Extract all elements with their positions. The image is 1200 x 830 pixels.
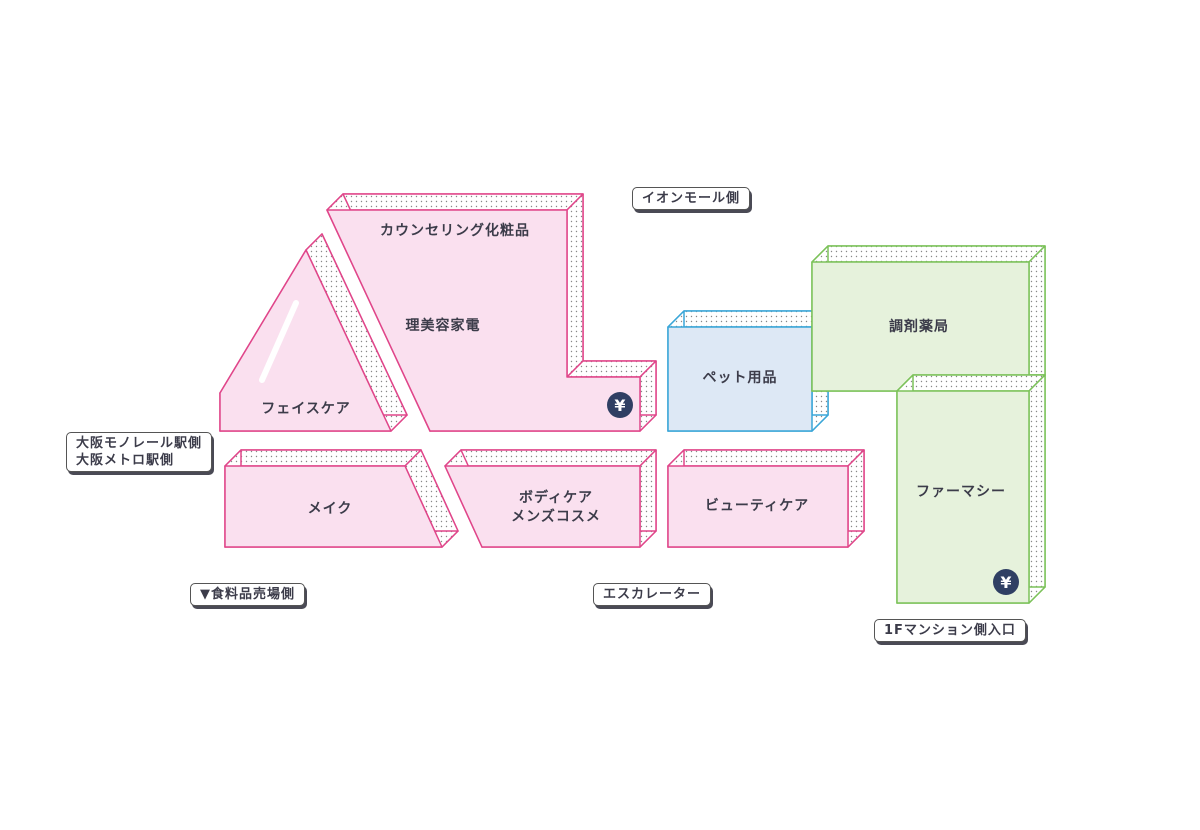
zone-floor (224, 465, 443, 548)
svg-text:¥: ¥ (1000, 573, 1011, 592)
zone-floor (667, 465, 849, 548)
svg-text:¥: ¥ (614, 396, 625, 415)
zone-label-beauty-care: ビューティケア (705, 498, 809, 514)
direction-metro: 大阪メトロ駅側 (76, 453, 175, 468)
direction-food: ▼食料品売場側 (190, 583, 305, 606)
zone-counseling[interactable] (326, 193, 657, 432)
zone-extrusion-side (224, 449, 422, 467)
zone-floor (896, 390, 1030, 604)
zone-label-counseling: カウンセリング化粧品 (380, 222, 530, 239)
zone-extrusion-side (811, 245, 1046, 263)
zone-face-care[interactable] (219, 233, 408, 432)
zone-extrusion-side (566, 193, 584, 378)
zone-label-pharmacy: ファーマシー (916, 484, 1006, 500)
zone-label-makeup: メイク (308, 501, 353, 517)
zone-label-dispensing-pharmacy: 調剤薬局 (889, 318, 949, 335)
direction-entrance: 1Fマンション側入口 (874, 619, 1026, 642)
zone-dispensing-pharmacy[interactable] (811, 245, 1046, 392)
direction-monorail: 大阪モノレール駅側 (76, 436, 203, 451)
zone-extrusion-side (667, 310, 829, 328)
yen-icon: ¥ (993, 569, 1019, 595)
zone-extrusion-side (896, 374, 1046, 392)
zone-extrusion-side (444, 449, 657, 467)
direction-aeon-mall: イオンモール側 (632, 187, 751, 210)
zone-makeup[interactable] (224, 449, 459, 548)
zone-floor (667, 326, 813, 432)
direction-escalator: エスカレーター (593, 583, 712, 606)
zone-floor (326, 209, 641, 432)
zone-label-face-care: フェイスケア (261, 401, 351, 417)
direction-stations: 大阪モノレール駅側 大阪メトロ駅側 (66, 432, 213, 472)
yen-icon: ¥ (607, 392, 633, 418)
zone-body-care[interactable] (444, 449, 657, 548)
zone-floor (219, 249, 392, 432)
zone-label-body-care: ボディケア (519, 489, 593, 506)
zone-floor (444, 465, 641, 548)
zone-label-mens-cosme: メンズコスメ (511, 508, 601, 525)
highlight-stroke (259, 300, 299, 383)
zone-extrusion-side (326, 193, 584, 211)
zone-extrusion-side (1028, 245, 1046, 392)
zone-label-pet: ペット用品 (703, 370, 778, 386)
zone-pharmacy[interactable] (896, 374, 1046, 604)
zone-extrusion-side (1028, 374, 1046, 604)
zone-label-beauty-appliances: 理美容家電 (406, 317, 481, 334)
zone-beauty-care[interactable] (667, 449, 865, 548)
zone-extrusion-side (667, 449, 865, 467)
